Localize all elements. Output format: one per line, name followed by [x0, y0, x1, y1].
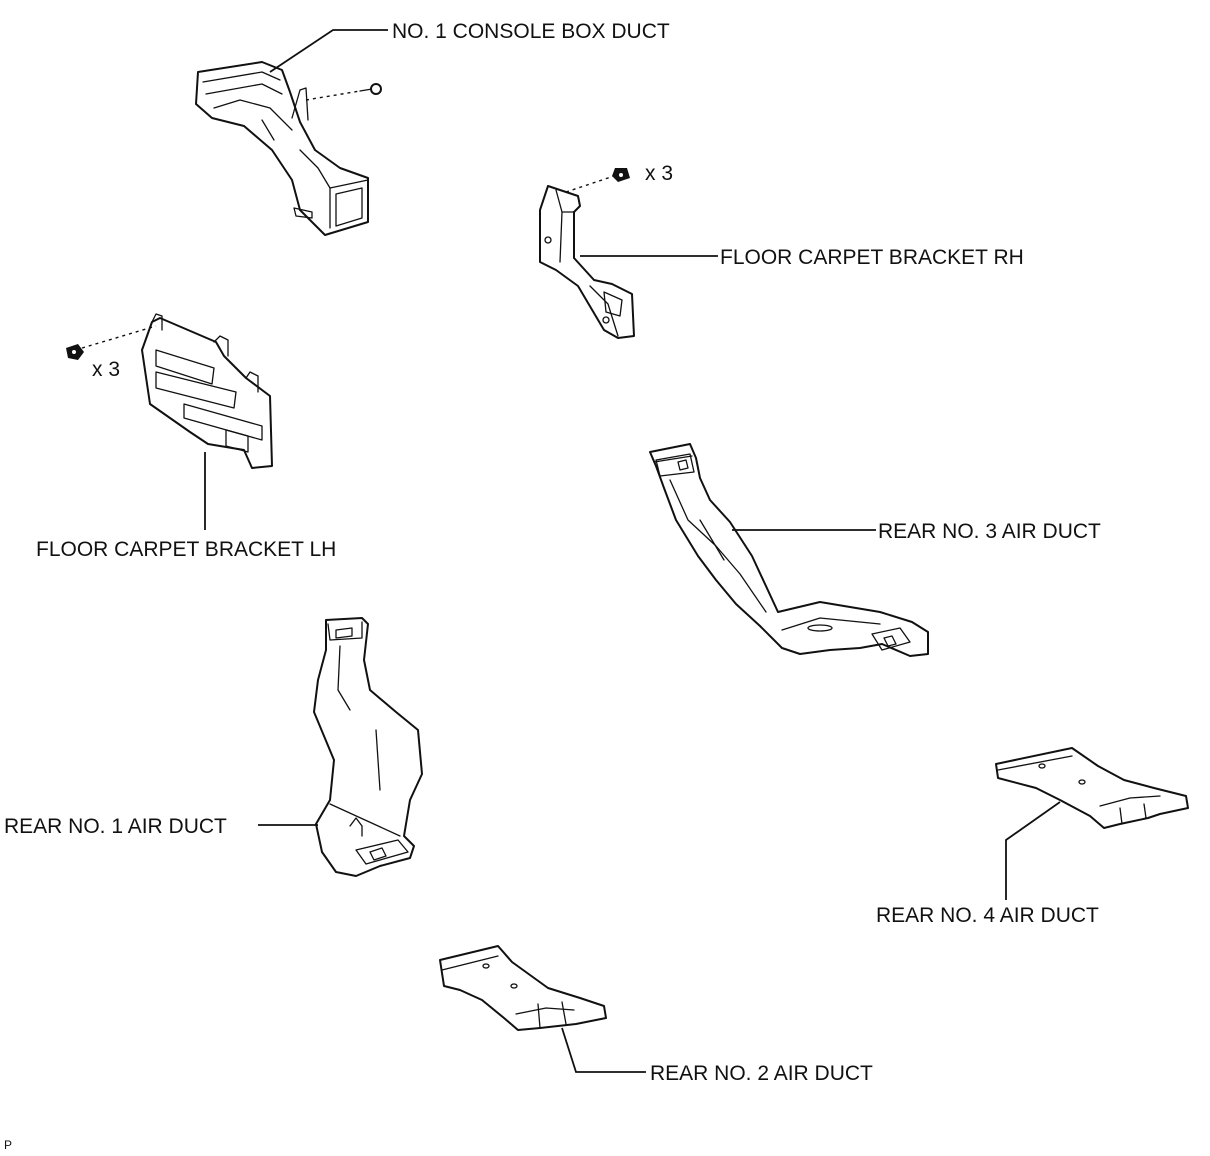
lh-clip-quantity: x 3: [92, 358, 120, 381]
label-rear-no2-air-duct: REAR NO. 2 AIR DUCT: [650, 1062, 873, 1085]
rear-no1-air-duct: [313, 617, 423, 877]
clip-icon: [66, 344, 84, 360]
label-console-box-duct: NO. 1 CONSOLE BOX DUCT: [392, 20, 670, 43]
rear-no4-leader: [1005, 801, 1061, 900]
console-box-duct: [195, 61, 369, 236]
lh-clip-dashline: [81, 325, 157, 349]
label-floor-carpet-bracket-rh: FLOOR CARPET BRACKET RH: [720, 246, 1024, 269]
rh-clip-dashline: [565, 175, 615, 193]
floor-carpet-bracket-lh: [141, 313, 273, 469]
console-box-duct-leader: [269, 29, 388, 73]
screw-icon: [359, 83, 382, 95]
floor-carpet-bracket-rh: [539, 185, 635, 339]
label-rear-no3-air-duct: REAR NO. 3 AIR DUCT: [878, 520, 1101, 543]
console-screw-dashline: [305, 90, 361, 101]
label-floor-carpet-bracket-lh: FLOOR CARPET BRACKET LH: [36, 538, 336, 561]
clip-icon: [612, 168, 630, 182]
rear-no4-air-duct: [995, 747, 1189, 829]
rear-no3-air-duct: [649, 443, 929, 657]
rear-no2-air-duct: [439, 945, 607, 1031]
rh-clip-quantity: x 3: [645, 162, 673, 185]
label-rear-no4-air-duct: REAR NO. 4 AIR DUCT: [876, 904, 1099, 927]
label-rear-no1-air-duct: REAR NO. 1 AIR DUCT: [4, 815, 227, 838]
corner-mark: P: [4, 1138, 12, 1152]
rear-no2-leader: [561, 1027, 646, 1073]
